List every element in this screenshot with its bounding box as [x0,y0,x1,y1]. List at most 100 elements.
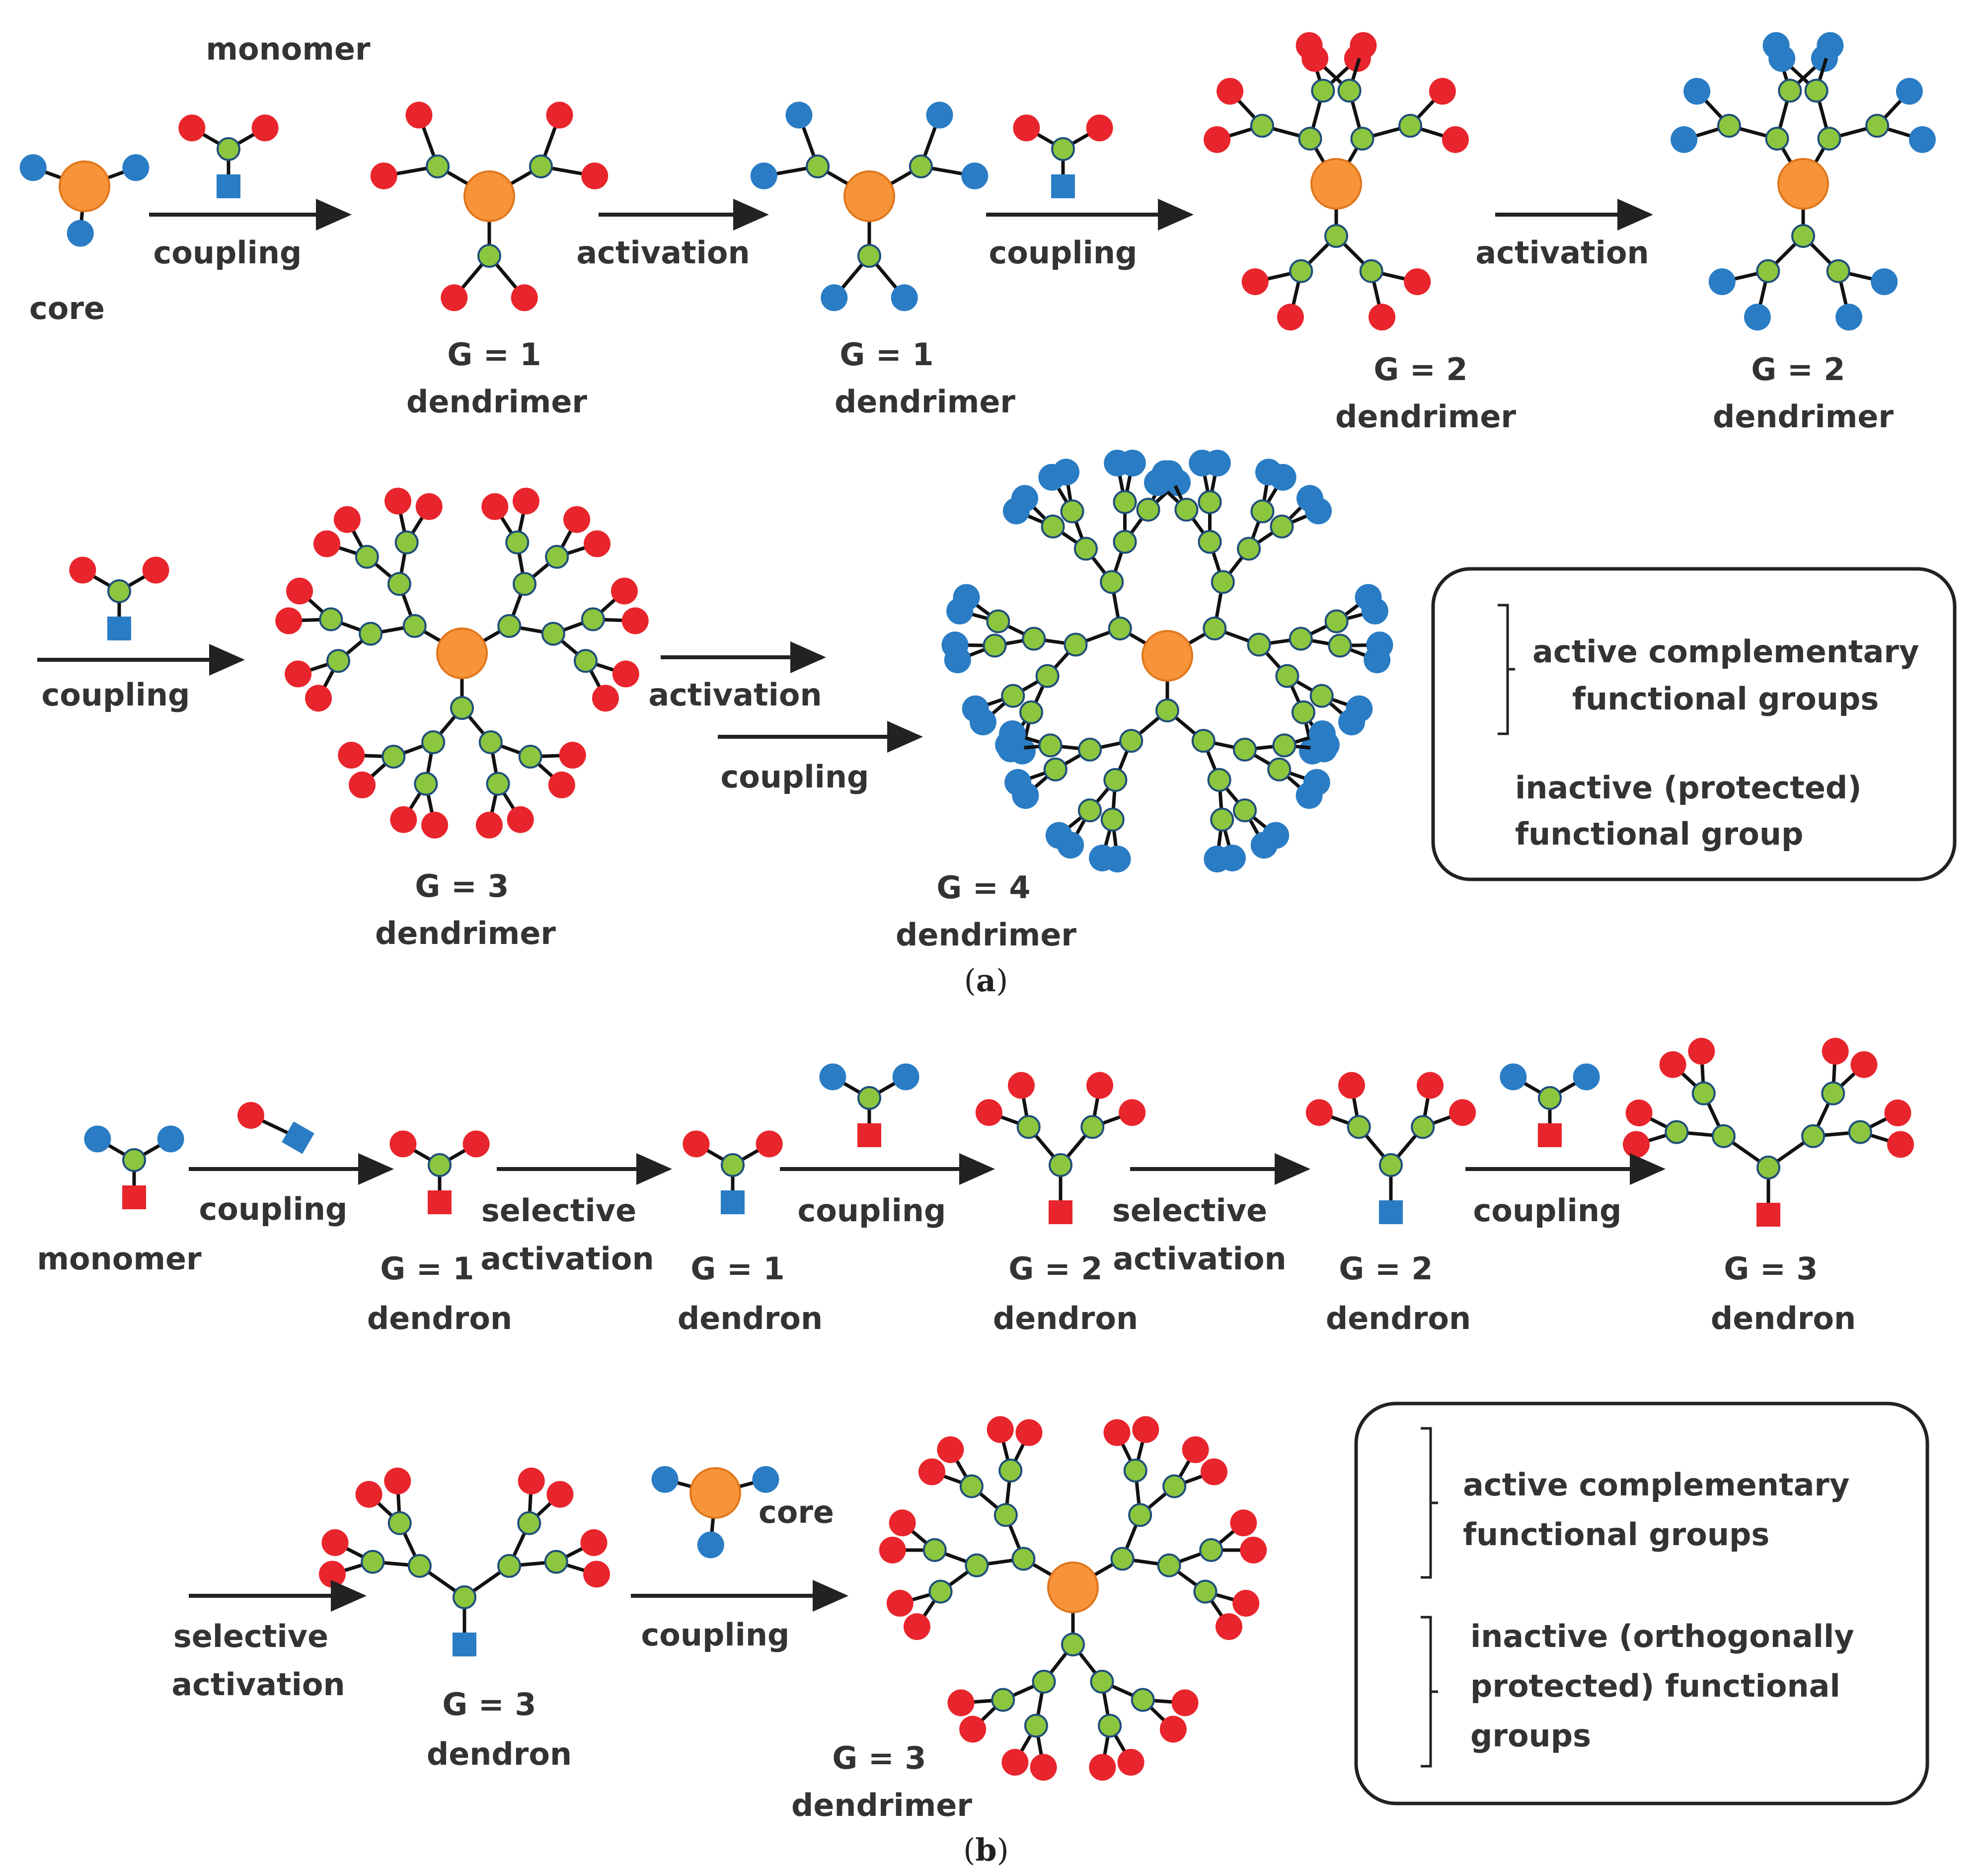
generation-label: G = 3 [442,1686,536,1722]
active-group-circle [157,1125,184,1153]
active-group-circle [999,720,1026,747]
branch-node [414,772,438,796]
monomer-molecule [1500,1063,1600,1147]
active-group-circle [750,162,777,190]
g3-dendrimer-protected [275,487,649,839]
caption-open: ( [963,1832,975,1868]
generation-label: G = 4 [936,869,1030,906]
branch-node [497,1554,522,1578]
branch-node [1250,499,1275,524]
branch-node [1162,1474,1187,1498]
inactive-group-circle [886,1590,914,1617]
step-label: coupling [1473,1192,1622,1229]
inactive-group-circle [563,506,591,533]
core-label: core [759,1494,834,1530]
caption-letter: a [976,962,996,999]
active-group-circle [752,1466,779,1493]
branch-node [1211,570,1235,594]
branch-node [1016,1115,1041,1139]
branch-node [478,730,503,754]
inactive-group-circle [559,742,586,769]
active-group-circle [1338,708,1366,736]
active-group-square [282,1121,314,1154]
active-group-circle [651,1466,679,1493]
step-label: activation [1113,1241,1286,1277]
branch-node [1108,617,1132,640]
generation-label: G = 1 [690,1251,784,1287]
branch-node [1359,259,1383,283]
active-group-circle [1011,485,1039,512]
product-type-label: dendron [367,1300,512,1336]
branch-node [1826,259,1850,283]
inactive-group-circle [937,1436,964,1463]
panel-b-labels: monomer core coupling selective activati… [37,1191,1856,1868]
branch-node [107,579,131,603]
branch-node [998,1458,1023,1483]
product-type-label: dendron [1326,1300,1471,1336]
inactive-group-circle [583,1561,610,1588]
product-type-label: dendron [993,1300,1138,1336]
inactive-group-square [1538,1123,1562,1147]
branch-node [1756,1156,1780,1179]
active-group-circle [819,1063,846,1091]
active-group-circle [1817,32,1844,59]
inactive-group-circle [1086,1072,1114,1099]
inactive-group-circle [1404,268,1431,296]
inactive-group-circle [879,1536,906,1563]
inactive-group-circle [390,806,417,833]
branch-node [1174,497,1199,522]
branch-node [453,1585,476,1609]
generation-label: G = 2 [1373,351,1467,388]
inactive-group-circle [987,1416,1014,1443]
monomer-molecule [84,1125,184,1209]
g4-dendrimer-activated [941,450,1393,873]
branch-node [1157,1553,1181,1577]
product-type-label: dendrimer [791,1787,972,1823]
branch-node [1411,1115,1435,1139]
step-label: coupling [42,677,190,713]
step-label: selective [481,1192,636,1229]
inactive-group-circle [389,1130,417,1158]
legend-bracket [1498,604,1515,735]
inactive-group-circle [975,1099,1002,1126]
inactive-group-circle [305,685,332,712]
branch-node [857,244,881,268]
inactive-group-circle [1305,1099,1333,1126]
legend-inactive-text: protected) functional [1470,1668,1840,1704]
active-group-circle [1908,126,1936,153]
inactive-group-circle [333,506,361,533]
inactive-group-circle [1659,1051,1686,1078]
core-node [463,170,515,222]
branch-node [355,545,379,569]
inactive-group-circle [441,284,468,312]
legend-inactive-text: inactive (orthogonally [1470,1618,1854,1654]
inactive-group-circle [1119,1099,1146,1126]
active-group-square [1051,174,1075,198]
branch-node [928,1579,953,1604]
inactive-group-circle [1350,32,1377,59]
inactive-group-circle [321,1529,349,1557]
branch-node [1041,514,1065,539]
inactive-group-circle [1417,1072,1444,1099]
branch-node [1049,1153,1072,1177]
active-group-circle [1744,304,1771,331]
active-group-circle [1045,822,1072,849]
product-type-label: dendron [1711,1300,1856,1336]
branch-node [1756,259,1780,283]
active-group-circle [785,101,813,129]
reagent-molecule [237,1102,314,1154]
active-group-circle [961,162,989,190]
branch-node [1001,684,1025,708]
inactive-group-circle [580,1529,608,1557]
inactive-group-circle [1688,1037,1715,1065]
branch-node [450,696,474,720]
g1-dendrimer-activated [750,101,989,312]
step-label: activation [171,1666,345,1703]
step-label: activation [576,234,750,271]
monomer-molecule [1013,114,1113,198]
branch-node [381,745,406,769]
branch-node [1073,537,1098,561]
inactive-group-circle [318,1561,346,1588]
inactive-group-circle [415,493,443,520]
g1-dendron-protected [389,1130,490,1214]
